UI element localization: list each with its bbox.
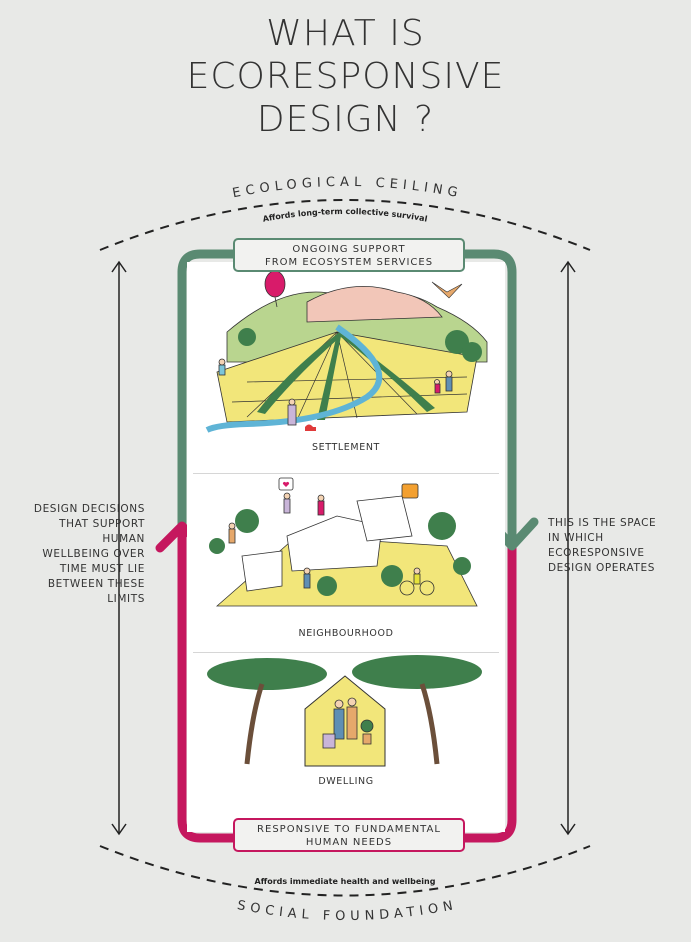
settlement-label: SETTLEMENT [312,442,380,453]
ecosystem-services-line-1: ONGOING SUPPORT [292,244,406,255]
settlement-illustration [205,270,488,433]
section-divider [193,652,499,653]
ecological-ceiling-arc [99,199,591,251]
title-line-2: ECORESPONSIVE [186,56,505,97]
dwelling-illustration [207,655,482,767]
settlement-section: SETTLEMENT [187,262,505,472]
left-note: DESIGN DECISIONS THAT SUPPORT HUMAN WELL… [33,503,145,605]
social-foundation-arc [99,845,591,897]
ecological-ceiling-label: ECOLOGICAL CEILING [231,175,463,202]
dwelling-section: DWELLING [187,654,505,787]
right-note: THIS IS THE SPACE IN WHICH ECORESPONSIVE… [548,517,657,574]
social-foundation-label: SOCIAL FOUNDATION [236,898,459,924]
neighbourhood-label: NEIGHBOURHOOD [298,628,394,639]
right-range-arrow [560,260,576,836]
neighbourhood-section: NEIGHBOURHOOD [187,476,505,656]
title-line-1: WHAT IS [266,13,425,54]
human-needs-line-2: HUMAN NEEDS [305,837,393,848]
ecosystem-services-line-2: FROM ECOSYSTEM SERVICES [264,257,434,268]
human-needs-line-1: RESPONSIVE TO FUNDAMENTAL [257,824,441,835]
left-range-arrow [111,260,127,836]
ecological-ceiling-sub: Affords long-term collective survival [262,207,428,224]
section-divider [193,473,499,474]
ecosystem-services-box: ONGOING SUPPORT FROM ECOSYSTEM SERVICES [233,238,465,272]
neighbourhood-illustration [209,477,478,607]
page-title: WHAT IS ECORESPONSIVE DESIGN ? [0,12,691,141]
title-line-3: DESIGN ? [256,99,435,140]
dwelling-label: DWELLING [318,776,374,787]
human-needs-box: RESPONSIVE TO FUNDAMENTAL HUMAN NEEDS [233,818,465,852]
social-foundation-sub: Affords immediate health and wellbeing [255,877,436,886]
illustration-panel: SETTLEMENT [187,262,505,832]
